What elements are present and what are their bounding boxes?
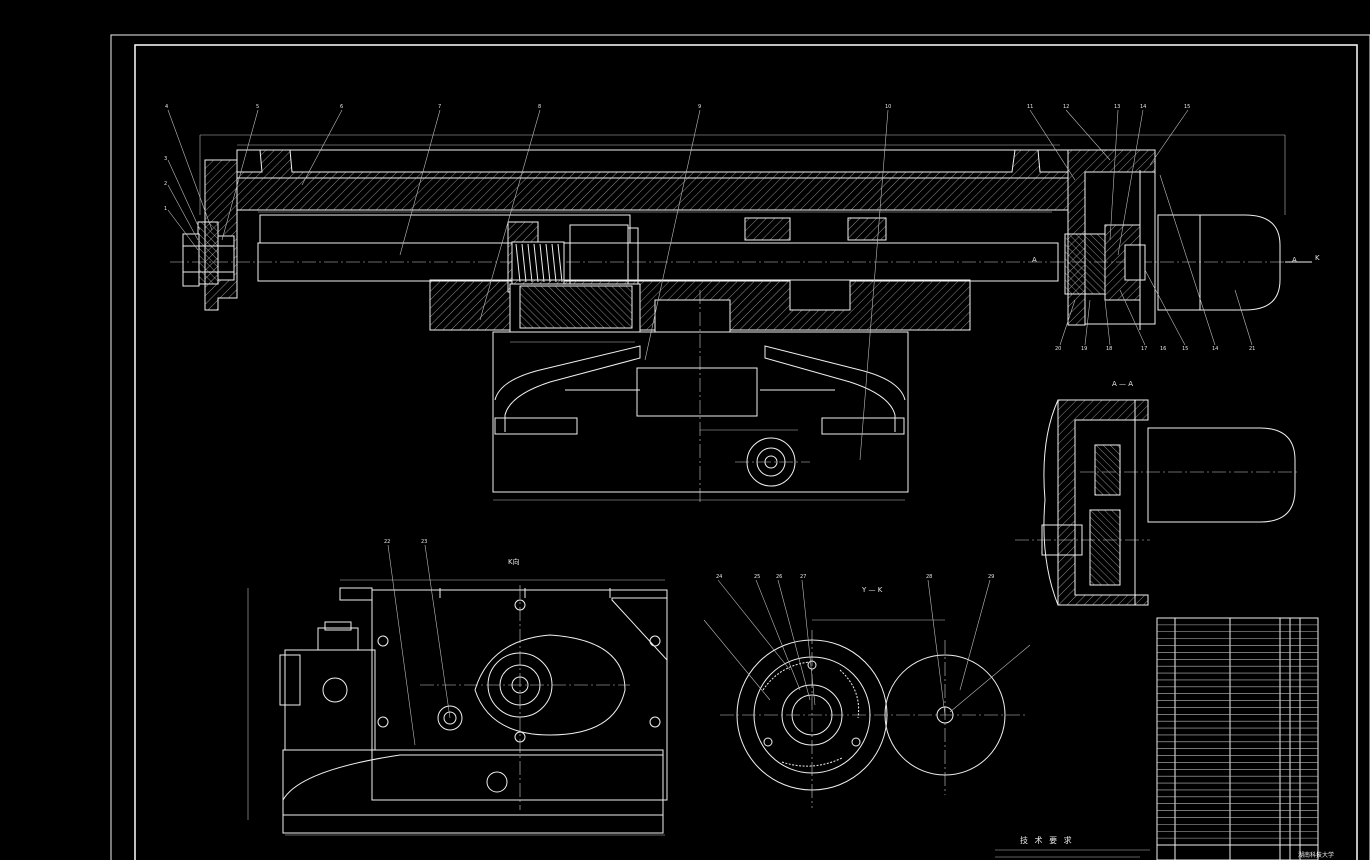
balloon-11: 11	[1027, 104, 1033, 110]
detail-title: Y — K	[861, 586, 883, 594]
balloon-3: 3	[164, 156, 167, 162]
tech-req-title: 技 术 要 求	[1020, 835, 1074, 845]
balloon-14b: 14	[1212, 346, 1218, 352]
balloon-6: 6	[340, 104, 343, 110]
gear-detail-view: Y — K 24 25 26 27 28 29	[703, 574, 1031, 808]
balloon-10: 10	[885, 104, 891, 110]
balloon-29: 29	[988, 574, 994, 580]
k-view-title: K向	[508, 557, 520, 566]
balloon-27: 27	[800, 574, 806, 580]
balloon-26: 26	[776, 574, 782, 580]
k-view: K向 22 23	[247, 539, 668, 836]
sheet-border	[110, 34, 1370, 860]
balloon-5: 5	[256, 104, 259, 110]
balloon-16: 16	[1160, 346, 1166, 352]
main-assembly-view: A K A 4	[164, 104, 1320, 505]
balloon-23: 23	[421, 539, 427, 545]
balloon-8: 8	[538, 104, 541, 110]
technical-requirements: 技 术 要 求	[995, 835, 1150, 858]
balloon-17: 17	[1141, 346, 1147, 352]
balloon-7: 7	[438, 104, 441, 110]
balloon-22: 22	[384, 539, 390, 545]
section-a-a-title: A — A	[1112, 380, 1133, 388]
balloon-18: 18	[1106, 346, 1112, 352]
balloon-12: 12	[1063, 104, 1069, 110]
school-name: 湖南科技大学	[1298, 851, 1334, 859]
view-letter-k: K	[1315, 254, 1320, 262]
balloon-2: 2	[164, 181, 167, 187]
view-letter-a: A	[1032, 256, 1037, 264]
balloon-24: 24	[716, 574, 722, 580]
balloon-21: 21	[1249, 346, 1255, 352]
balloon-28: 28	[926, 574, 932, 580]
balloon-1: 1	[164, 206, 167, 212]
section-a-a-view: A — A	[1015, 380, 1300, 606]
balloon-25: 25	[754, 574, 760, 580]
balloon-9: 9	[698, 104, 701, 110]
balloon-20: 20	[1055, 346, 1061, 352]
balloon-13: 13	[1114, 104, 1120, 110]
balloon-14: 14	[1140, 104, 1146, 110]
bill-of-materials-table: 湖南科技大学	[1156, 617, 1334, 860]
balloon-4: 4	[165, 104, 168, 110]
balloon-15: 15	[1184, 104, 1190, 110]
balloon-19: 19	[1081, 346, 1087, 352]
balloon-15b: 15	[1182, 346, 1188, 352]
view-letter-a-right: A	[1292, 256, 1297, 264]
